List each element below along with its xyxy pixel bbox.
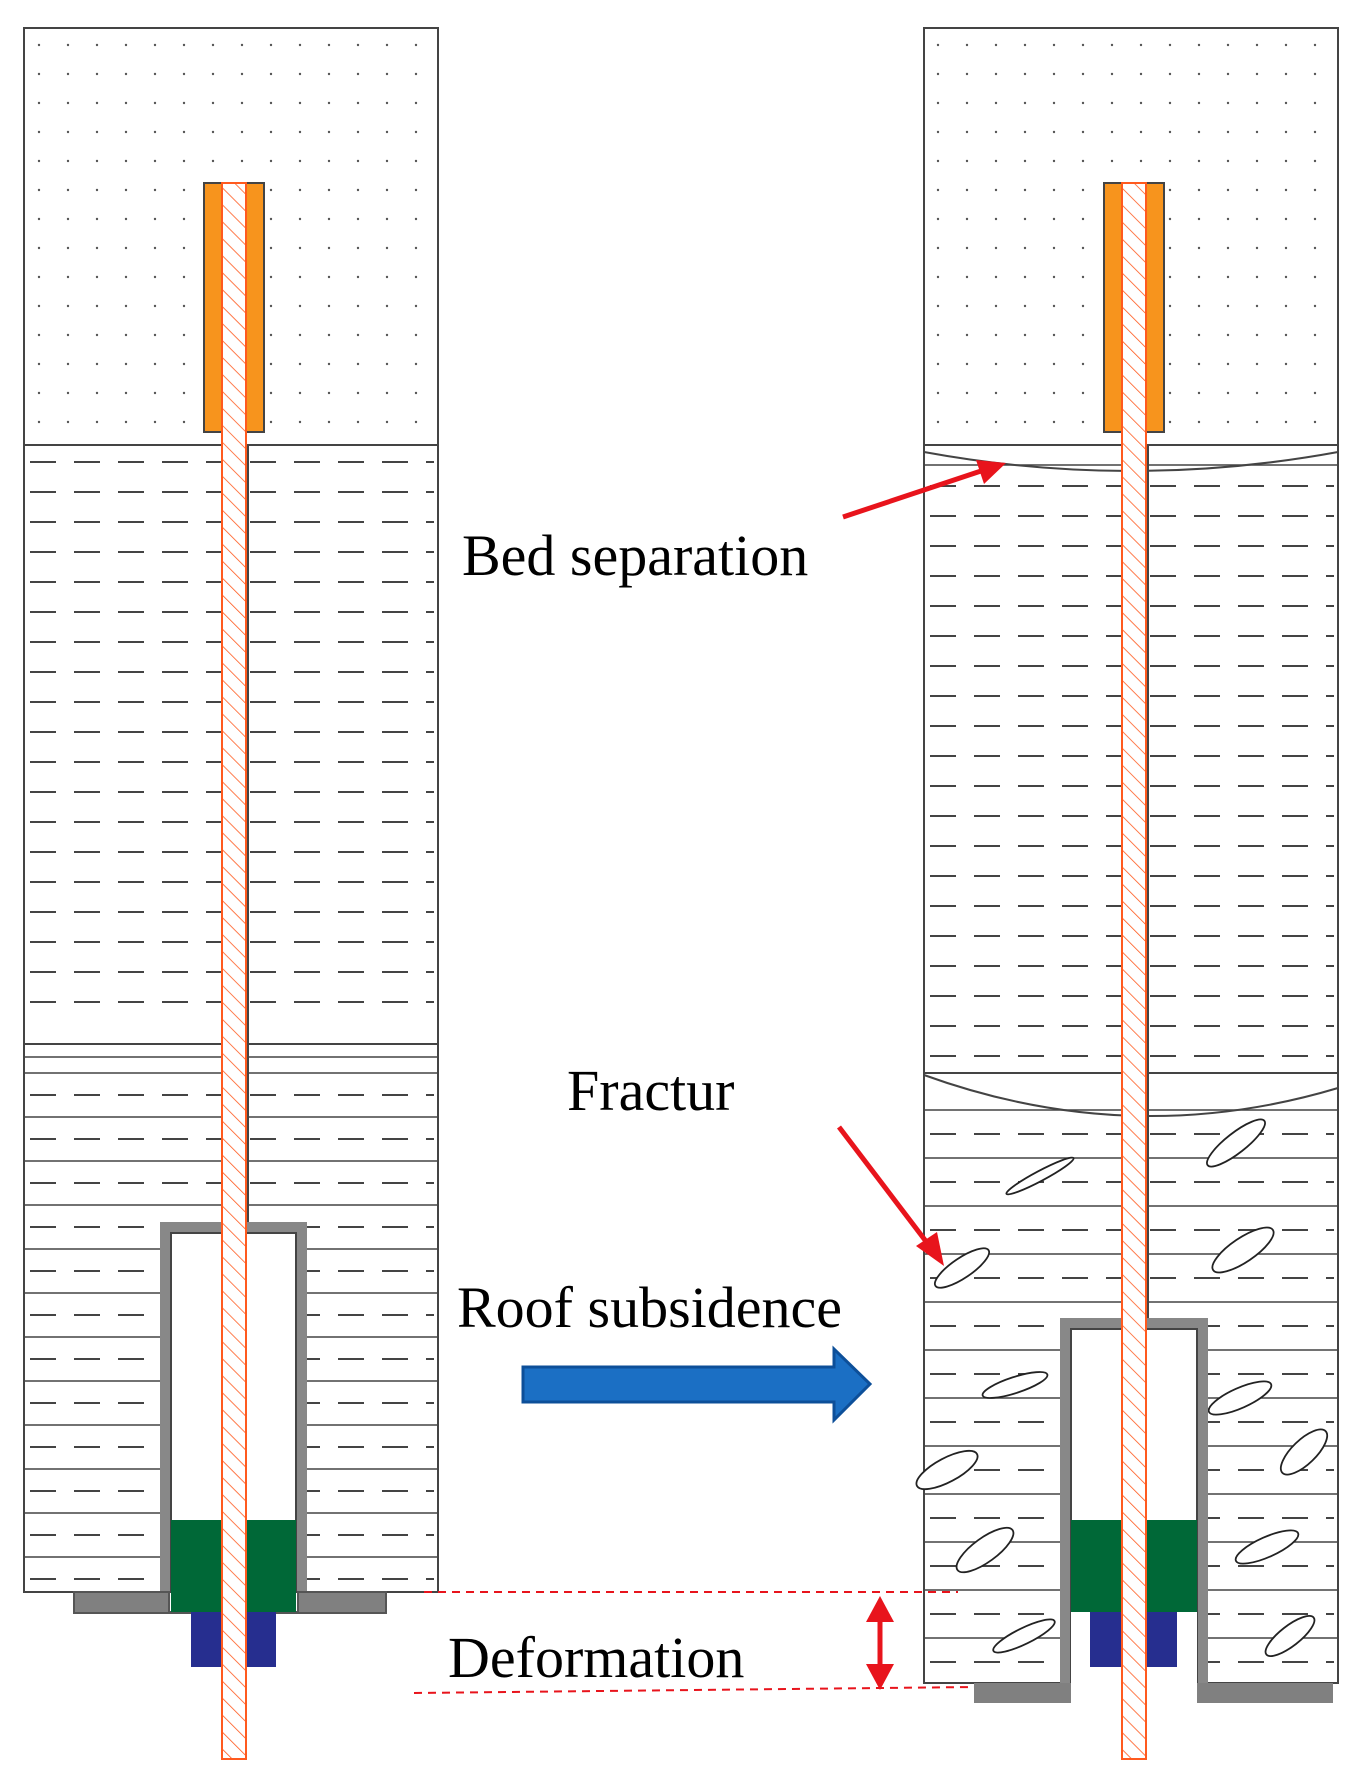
double-headed-arrow-icon [866,1596,894,1690]
left-panel-before [23,27,439,1760]
fracture-crack [1234,1529,1300,1565]
left-bolt-rod [221,182,247,1760]
right-panel-after [915,27,1339,1760]
right-bolt-rod [1121,182,1147,1760]
fracture-crack [1279,1428,1329,1476]
right-arrow-icon [521,1345,873,1424]
bed-separation-pointer-icon [842,460,1006,520]
roof-subsidence-label: Roof subsidence [457,1275,842,1340]
fracture-crack [933,1247,991,1289]
right-tray-plate-right [1197,1683,1333,1703]
roof-subsidence-label-bg [455,1266,920,1340]
fracture-crack [1005,1156,1075,1196]
fracture-pointer-icon [837,1125,944,1266]
left-tray-plate [73,1591,387,1614]
fracture-label: Fractur [567,1058,735,1123]
fracture-crack [1211,1226,1275,1274]
right-tray-plate-left [974,1683,1071,1703]
fracture-crack [955,1526,1015,1574]
fracture-crack [1264,1615,1316,1657]
fracture-crack [1207,1380,1273,1416]
fracture-crack [981,1371,1049,1399]
bed-separation-label: Bed separation [462,523,808,588]
right-mudstone-layer [930,485,1334,1057]
fracture-cracks [915,1118,1329,1657]
deformation-label: Deformation [448,1625,744,1690]
fracture-crack [992,1618,1056,1654]
fracture-crack [915,1449,979,1491]
fracture-crack [1206,1118,1266,1168]
